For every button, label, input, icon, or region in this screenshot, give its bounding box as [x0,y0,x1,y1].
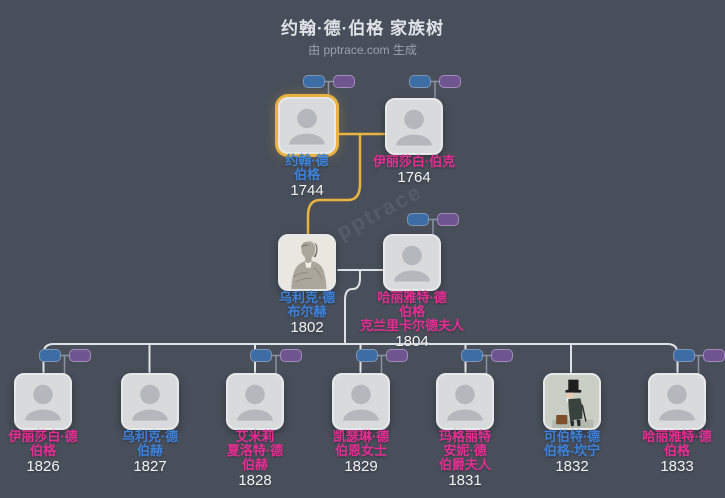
portrait-photo [278,234,336,291]
person-name: 凯瑟琳·德 伯恩女士 [332,429,390,458]
collapsed-mother-tag[interactable] [332,75,355,88]
person-label: 凯瑟琳·德 伯恩女士 1829 [295,429,427,476]
person-card-john-de-burgh[interactable]: 约翰·德 伯格 1744 [278,97,336,199]
person-card-harriet-de-burgh[interactable]: 哈丽雅特·德 伯格 克兰里卡尔德夫人 1804 [360,234,464,350]
person-label: 乌利克·德 伯赫 1827 [84,429,216,476]
person-label: 伊丽莎白·德 伯格 1826 [0,429,109,476]
person-name: 伊丽莎白·德 伯格 [8,429,78,458]
person-name: 艾米莉 夏洛特·德 伯赫 [226,429,284,472]
person-label: 乌利克·德 布尔赫 1802 [241,290,373,337]
caricature-image [545,375,599,428]
caricature-photo [543,373,601,430]
portrait-sketch-image [280,236,334,289]
person-label: 哈丽雅特·德 伯格 克兰里卡尔德夫人 1804 [346,290,478,351]
collapsed-father-tag[interactable] [672,349,695,362]
person-silhouette-icon [289,108,325,145]
avatar [278,97,336,154]
person-silhouette-icon [394,245,430,282]
avatar [14,373,72,430]
avatar [121,373,179,430]
person-silhouette-icon [659,384,695,421]
person-card-child-2[interactable]: 乌利克·德 伯赫 1827 [121,373,179,475]
person-card-child-3[interactable]: 艾米莉 夏洛特·德 伯赫 1828 [226,373,284,489]
person-name: 玛格丽特 安妮·德 伯爵夫人 [438,429,491,472]
person-year: 1744 [290,182,324,199]
person-silhouette-icon [343,384,379,421]
person-silhouette-icon [237,384,273,421]
collapsed-mother-tag[interactable] [437,213,459,226]
collapsed-father-tag[interactable] [409,75,431,88]
lineage-highlight-line [306,132,386,237]
person-label: 玛格丽特 安妮·德 伯爵夫人 1831 [399,429,531,490]
person-name: 乌利克·德 布尔赫 [278,290,336,319]
collapsed-mother-tag[interactable] [385,349,408,362]
person-name: 伊丽莎白·伯克 [372,154,456,169]
person-silhouette-icon [396,109,432,146]
person-year: 1804 [395,333,429,350]
collapsed-father-tag[interactable] [250,349,272,362]
person-name: 可伯特·德 伯格-坎宁 [543,429,601,458]
person-year: 1832 [555,458,589,475]
person-card-child-7[interactable]: 哈丽雅特·德 伯格 1833 [642,373,712,475]
person-card-child-4[interactable]: 凯瑟琳·德 伯恩女士 1829 [332,373,390,475]
person-year: 1826 [26,458,60,475]
person-year: 1764 [397,169,431,186]
person-card-child-6[interactable]: 可伯特·德 伯格-坎宁 1832 [543,373,601,475]
avatar [383,234,441,291]
collapsed-mother-tag[interactable] [280,349,302,362]
collapsed-mother-tag[interactable] [68,349,91,362]
person-year: 1828 [238,472,272,489]
avatar [436,373,494,430]
person-label: 艾米莉 夏洛特·德 伯赫 1828 [189,429,321,490]
collapsed-father-tag[interactable] [38,349,61,362]
collapsed-father-tag[interactable] [460,349,483,362]
person-name: 乌利克·德 伯赫 [121,429,179,458]
person-label: 哈丽雅特·德 伯格 1833 [611,429,725,476]
collapsed-mother-tag[interactable] [490,349,513,362]
person-year: 1802 [290,319,324,336]
person-card-child-5[interactable]: 玛格丽特 安妮·德 伯爵夫人 1831 [436,373,494,489]
page-subtitle: 由 pptrace.com 生成 [308,43,417,57]
person-label: 可伯特·德 伯格-坎宁 1832 [506,429,638,476]
parents-drop-line [344,269,361,345]
person-name: 哈丽雅特·德 伯格 [642,429,712,458]
avatar [226,373,284,430]
page-title: 约翰·德·伯格 家族树 [280,19,445,38]
avatar [385,98,443,155]
person-card-ulick-de-burgh[interactable]: 乌利克·德 布尔赫 1802 [278,234,336,336]
person-year: 1833 [660,458,694,475]
collapsed-mother-tag[interactable] [439,75,461,88]
avatar [332,373,390,430]
person-label: 约翰·德 伯格 1744 [241,153,373,200]
person-card-elizabeth-burke[interactable]: 伊丽莎白·伯克 1764 [373,98,455,186]
person-name: 哈丽雅特·德 伯格 克兰里卡尔德夫人 [359,290,464,333]
person-name: 约翰·德 伯格 [285,153,329,182]
person-label: 伊丽莎白·伯克 1764 [348,154,480,187]
collapsed-mother-tag[interactable] [702,349,725,362]
person-silhouette-icon [25,384,61,421]
collapsed-father-tag[interactable] [302,75,325,88]
avatar [648,373,706,430]
person-year: 1829 [344,458,378,475]
collapsed-father-tag[interactable] [407,213,429,226]
person-silhouette-icon [447,384,483,421]
person-year: 1831 [448,472,482,489]
collapsed-father-tag[interactable] [355,349,378,362]
person-year: 1827 [133,458,167,475]
person-card-child-1[interactable]: 伊丽莎白·德 伯格 1826 [8,373,78,475]
person-silhouette-icon [132,384,168,421]
